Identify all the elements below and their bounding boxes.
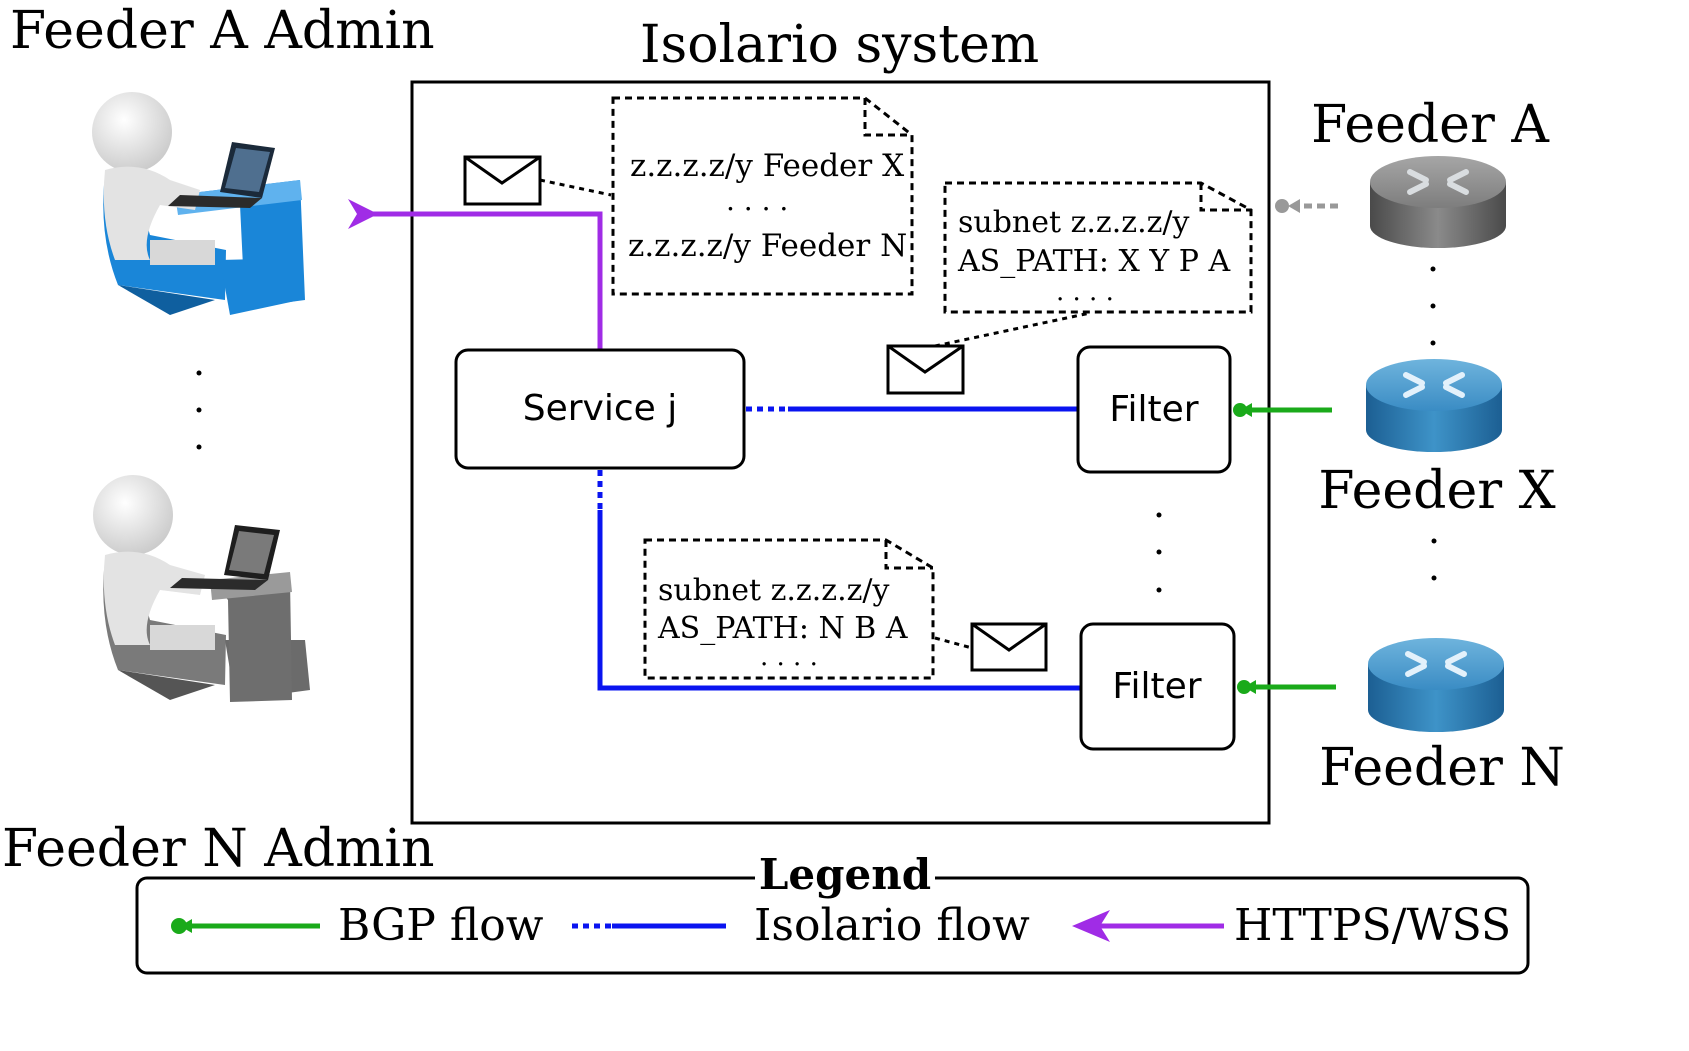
https-flow: [348, 199, 603, 349]
admin-feeder-n-icon: [93, 475, 310, 702]
note-bottom: subnet z.z.z.z/y AS_PATH: N B A . . . .: [643, 538, 935, 680]
filter-label-bottom: Filter: [1112, 666, 1201, 707]
note-top-left-line2: z.z.z.z/y Feeder N: [628, 228, 907, 264]
router-feeder-n-icon: [1368, 638, 1504, 732]
note-top-right-dots: . . . .: [1056, 277, 1114, 307]
legend-https-swatch: [1072, 910, 1224, 942]
service-box: Service j: [454, 348, 746, 470]
note-top-right: subnet z.z.z.z/y AS_PATH: X Y P A . . . …: [943, 181, 1253, 314]
legend-bgp-label: BGP flow: [338, 900, 544, 951]
legend-https-label: HTTPS/WSS: [1234, 900, 1511, 951]
router-feeder-x-icon: [1366, 359, 1502, 452]
feeder-ellipsis-lower: [1431, 538, 1437, 581]
feeder-n-title: Feeder N: [1319, 738, 1565, 798]
admin-ellipsis: [196, 370, 202, 450]
legend: Legend BGP flow Isolario flow HTTPS/WSS: [135, 850, 1530, 975]
note-top-left-line1: z.z.z.z/y Feeder X: [630, 148, 904, 184]
feeder-ellipsis-upper: [1430, 266, 1436, 346]
bgp-flow-a-inactive: [1275, 199, 1338, 213]
bgp-flow-n: [1237, 680, 1336, 694]
isolario-system-box: [410, 80, 1271, 825]
note-connector-top-left: [539, 178, 612, 197]
admin-feeder-a-icon: [92, 92, 305, 315]
filter-label-top: Filter: [1109, 389, 1198, 430]
filter-ellipsis: [1156, 512, 1162, 593]
envelope-icon: [886, 344, 965, 395]
note-top-left-dots: . . . .: [726, 184, 788, 217]
system-title: Isolario system: [640, 15, 1039, 75]
feeder-n-admin-title: Feeder N Admin: [2, 819, 435, 879]
note-connector-top-right: [934, 311, 1091, 348]
service-label: Service j: [523, 388, 678, 429]
legend-isolario-label: Isolario flow: [754, 900, 1030, 951]
bgp-flow-x: [1233, 403, 1332, 417]
filter-box-bottom: Filter: [1079, 622, 1236, 751]
note-bottom-line2: AS_PATH: N B A: [657, 611, 908, 646]
note-bottom-dots: . . . .: [760, 642, 818, 672]
legend-bgp-swatch: [171, 918, 320, 934]
router-feeder-a-icon: [1370, 156, 1506, 248]
filter-box-top: Filter: [1076, 345, 1232, 474]
isolario-flow-bottom: [597, 470, 1080, 691]
feeder-a-title: Feeder A: [1311, 95, 1550, 155]
envelope-icon: [463, 155, 542, 206]
note-top-right-line2: AS_PATH: X Y P A: [957, 244, 1230, 279]
envelope-icon: [970, 622, 1048, 672]
legend-title: Legend: [759, 850, 931, 899]
note-connector-bottom: [934, 636, 973, 650]
note-bottom-line1: subnet z.z.z.z/y: [658, 573, 890, 608]
feeder-x-title: Feeder X: [1318, 461, 1555, 521]
feeder-a-admin-title: Feeder A Admin: [10, 1, 435, 61]
note-top-right-line1: subnet z.z.z.z/y: [958, 205, 1190, 240]
note-top-left: z.z.z.z/y Feeder X . . . . z.z.z.z/y Fee…: [611, 96, 914, 296]
